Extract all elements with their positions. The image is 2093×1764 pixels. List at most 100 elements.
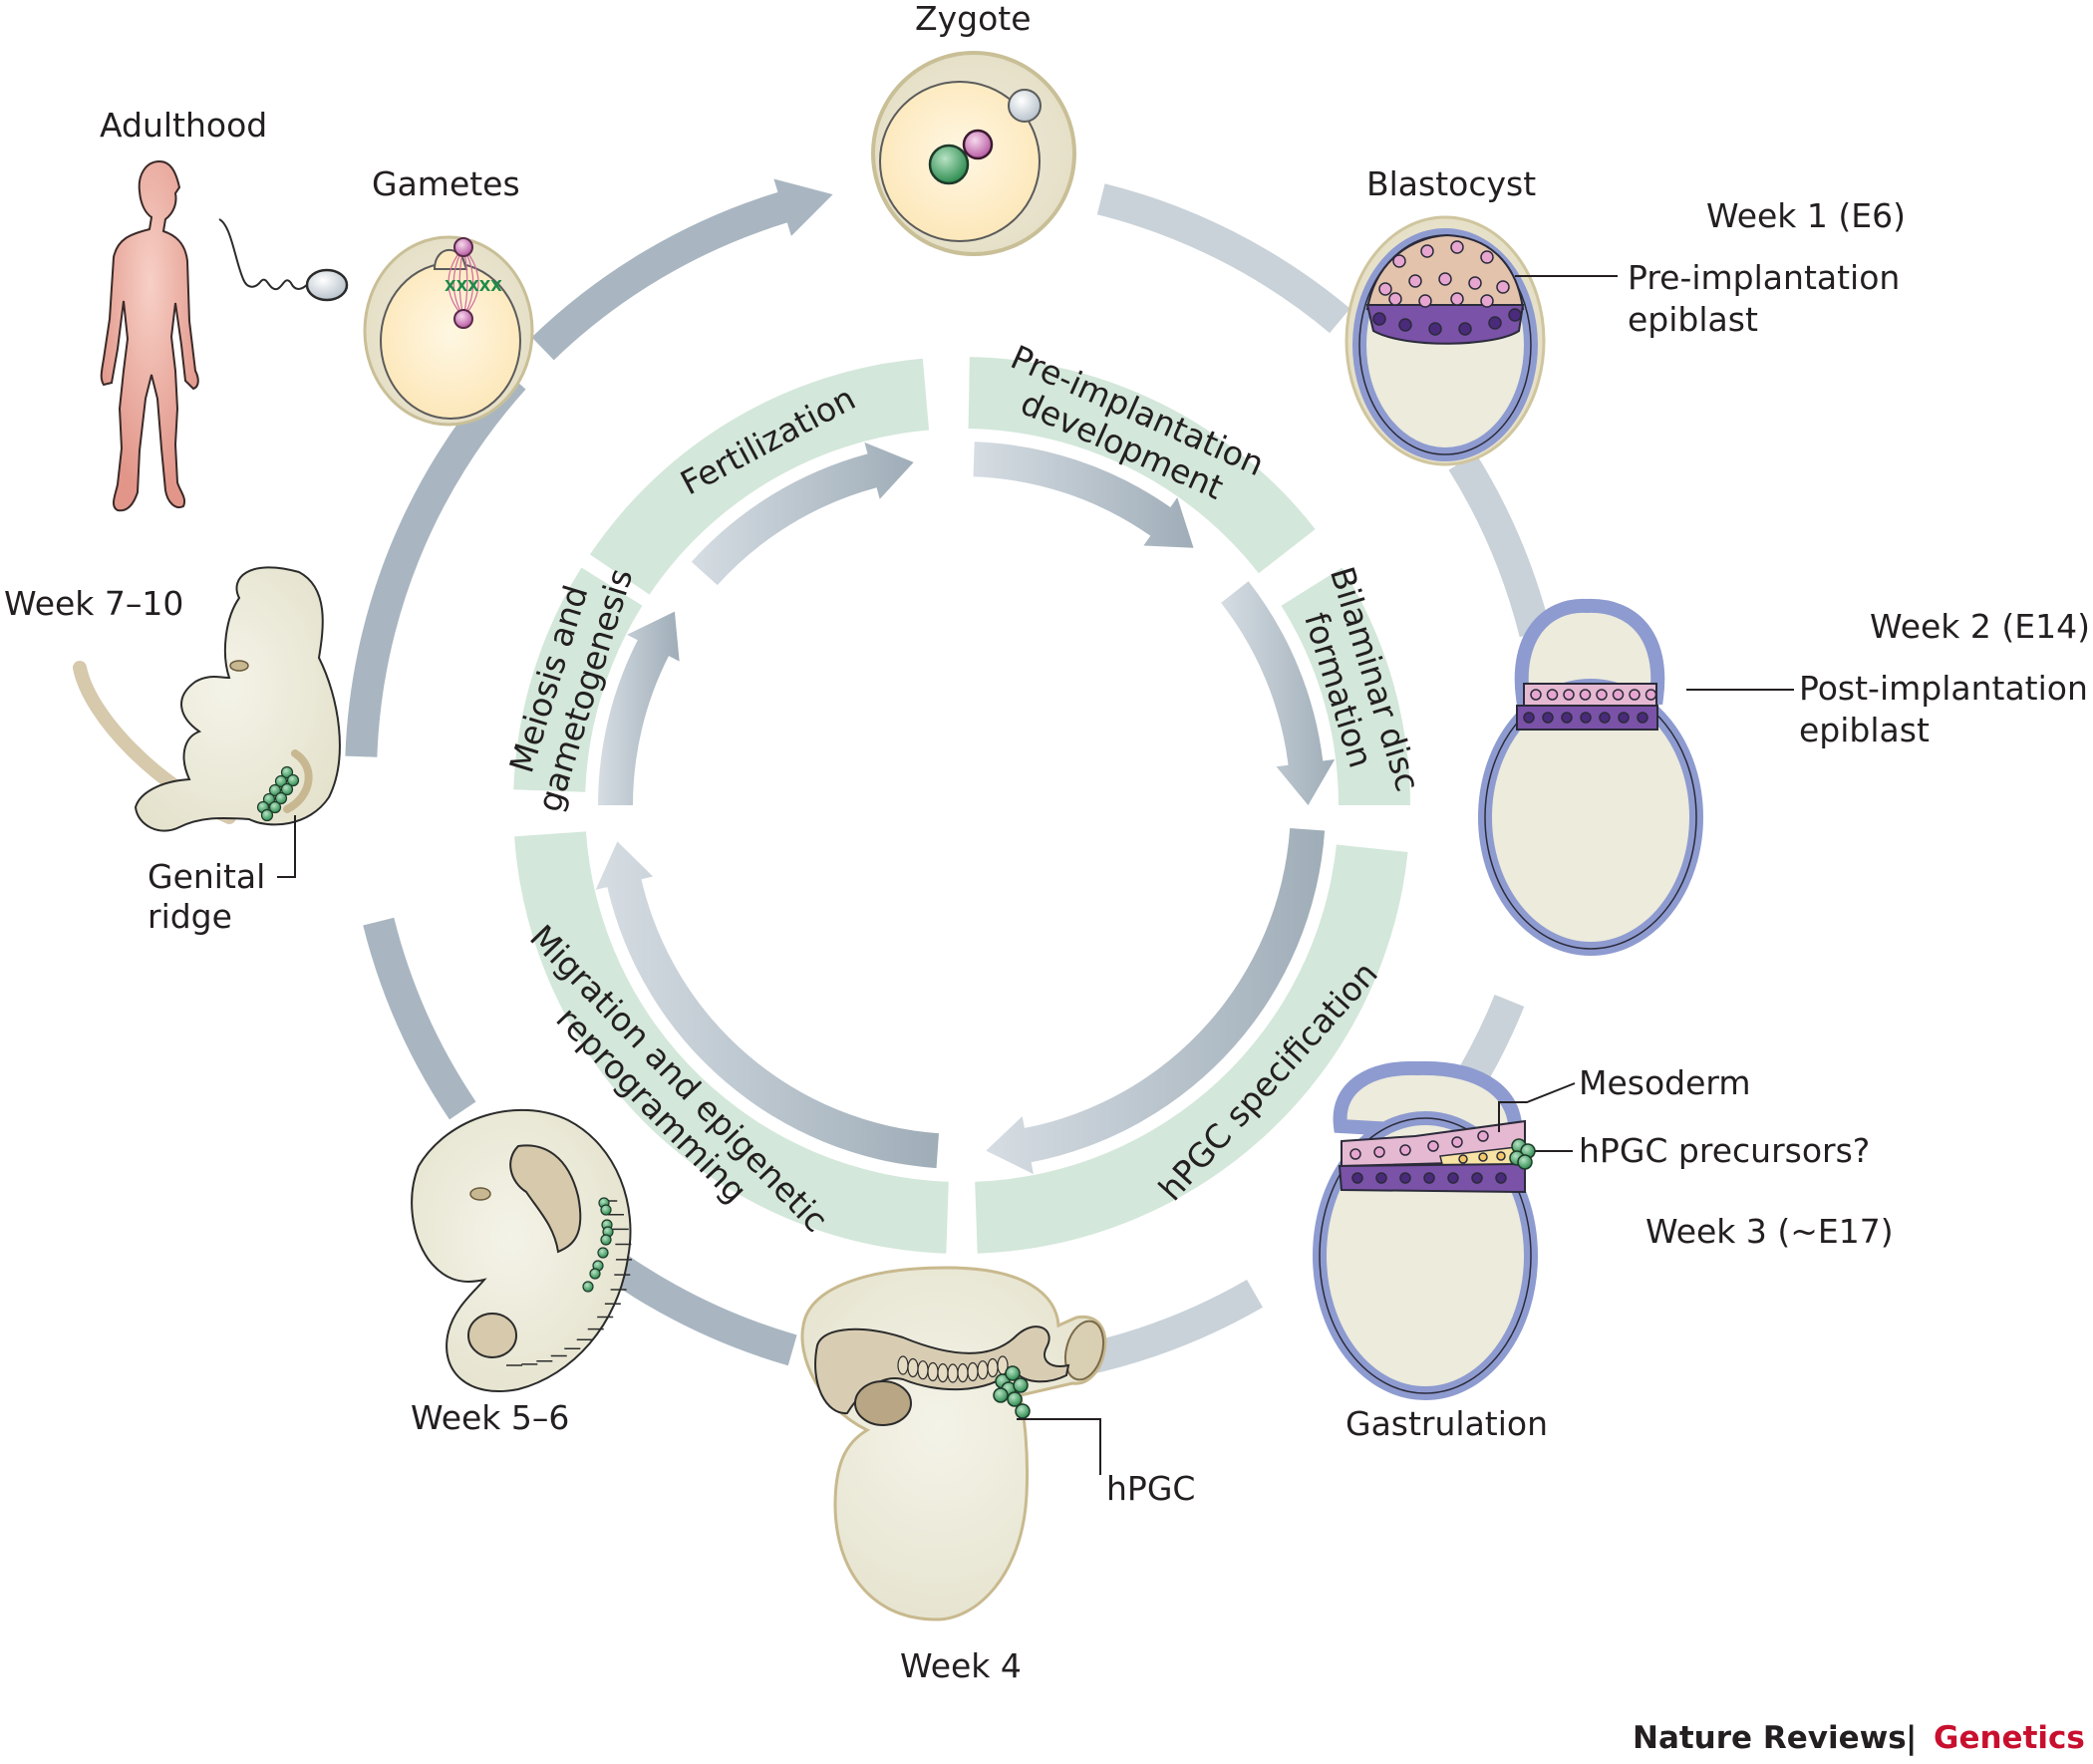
cell-nucleus: [1423, 1172, 1435, 1184]
cell-nucleus: [1451, 1136, 1463, 1148]
adult-human-icon: [100, 159, 199, 512]
week5-6-label: Week 5–6: [411, 1398, 569, 1437]
cell-nucleus: [1351, 1172, 1363, 1184]
process-band-preimplantation: [968, 357, 1316, 574]
outer-arc-week5-6-to-week7-10: [363, 917, 476, 1120]
hpgc-cell: [1013, 1377, 1029, 1393]
cell-nucleus: [1427, 1140, 1439, 1152]
gastrula-cells: [1349, 1130, 1507, 1184]
cell-nucleus: [1458, 322, 1472, 336]
outer-arrow-gametes-to-zygote: [531, 178, 833, 361]
cell-nucleus: [1508, 308, 1522, 322]
cell-nucleus: [1471, 1172, 1483, 1184]
cell-nucleus: [1478, 1152, 1488, 1162]
cell-nucleus: [1458, 1154, 1468, 1164]
hpgc-cell: [582, 1281, 594, 1293]
postimplantation-epiblast-label-2: epiblast: [1799, 711, 1930, 749]
process-band-bilaminar: [1281, 567, 1410, 805]
somites: [506, 1200, 632, 1366]
somite: [897, 1355, 909, 1375]
outer-arc-gastrulation-to-week4: [1057, 1280, 1263, 1380]
week1-time-label: Week 1 (E6): [1706, 196, 1906, 235]
hpgc-cell: [268, 783, 282, 797]
process-arrow-preimplantation: [973, 441, 1194, 548]
somite: [907, 1357, 919, 1378]
hpgc-cell: [268, 800, 282, 814]
hpgc-cell: [600, 1204, 612, 1216]
week4-stage: hPGC Week 4: [800, 1266, 1195, 1685]
genital-ridge-label-2: ridge: [148, 897, 232, 936]
genital-ridge-label-1: Genital: [148, 857, 265, 896]
genital-ridge-cells: [256, 765, 300, 822]
process-arrow-hpgc-specification: [986, 828, 1326, 1175]
hpgc-precursor-cluster: [1509, 1138, 1536, 1170]
somite: [987, 1357, 999, 1378]
hpgc-cell: [274, 791, 288, 805]
postimplantation-epiblast-label-1: Post-implantation: [1799, 669, 2088, 708]
cell-nucleus: [1388, 292, 1402, 306]
process-arrow-migration: [595, 841, 939, 1169]
somite: [927, 1361, 939, 1382]
epiblast-cells: [1372, 240, 1522, 336]
chromosomes-icon: XXXXX: [445, 277, 502, 295]
zygote-label: Zygote: [915, 0, 1032, 38]
week7-10-stage: Week 7–10 Genital ridge: [4, 566, 341, 936]
preimplantation-epiblast-label-1: Pre-implantation: [1628, 258, 1900, 297]
week2-time-label: Week 2 (E14): [1870, 607, 2090, 646]
cell-nucleus: [1372, 312, 1386, 326]
cell-nucleus: [1378, 282, 1392, 296]
cell-nucleus: [1596, 689, 1608, 701]
cell-nucleus: [1349, 1148, 1361, 1160]
cell-nucleus: [1530, 689, 1542, 701]
gastrulation-label: Gastrulation: [1346, 1404, 1548, 1443]
hpgc-cell: [1015, 1403, 1031, 1419]
week5-6-stage: Week 5–6: [411, 1108, 632, 1437]
hpgc-cell: [1005, 1365, 1021, 1381]
fetus-icon: [73, 566, 341, 832]
blastocyst-label: Blastocyst: [1366, 164, 1536, 203]
sperm-icon: [218, 218, 349, 302]
cell-nucleus: [1450, 292, 1464, 306]
adulthood-label: Adulthood: [100, 106, 267, 145]
hpgc-cell: [280, 765, 294, 779]
hpgc-cell: [600, 1234, 612, 1246]
cell-nucleus: [1468, 276, 1482, 290]
cell-nucleus: [1428, 322, 1442, 336]
cell-nucleus: [1420, 244, 1434, 258]
cell-nucleus: [1523, 712, 1535, 724]
journal-name: Nature Reviews: [1633, 1720, 1907, 1756]
hpgc-precursors-label: hPGC precursors?: [1579, 1131, 1870, 1170]
post-implantation-cells: [1523, 689, 1657, 724]
week2-stage: Week 2 (E14) Post-implantation epiblast: [1478, 598, 2090, 956]
cell-nucleus: [1644, 689, 1657, 701]
hpgc-cell: [260, 808, 274, 822]
cell-nucleus: [1546, 689, 1559, 701]
zygote-icon: [871, 51, 1076, 256]
cell-nucleus: [1450, 240, 1464, 254]
process-arrow-ring: [595, 441, 1336, 1175]
cell-nucleus: [1561, 712, 1573, 724]
somite: [947, 1363, 959, 1383]
week7-10-label: Week 7–10: [4, 584, 183, 623]
hpgc-cluster: [993, 1365, 1031, 1419]
process-band-fertilization: [589, 358, 930, 595]
oocyte-icon: XXXXX: [363, 235, 534, 427]
cell-nucleus: [1618, 712, 1630, 724]
cell-nucleus: [1629, 689, 1641, 701]
week4-embryo-icon: [800, 1266, 1107, 1621]
mesoderm-label: Mesoderm: [1579, 1063, 1751, 1102]
adulthood-stage: Adulthood: [100, 106, 349, 512]
process-band-hpgc-spec: [975, 844, 1408, 1254]
hpgc-cell: [589, 1268, 601, 1280]
hpgc-cell: [597, 1247, 609, 1259]
hpgc-cell: [286, 773, 300, 787]
somite: [937, 1363, 949, 1383]
cell-nucleus: [1418, 294, 1432, 308]
cell-nucleus: [1496, 280, 1510, 294]
cell-nucleus: [1496, 1151, 1506, 1161]
week4-label: Week 4: [900, 1646, 1022, 1685]
somite: [957, 1363, 969, 1383]
cell-nucleus: [1637, 712, 1648, 724]
cell-nucleus: [1408, 274, 1422, 288]
cell-nucleus: [1580, 712, 1592, 724]
